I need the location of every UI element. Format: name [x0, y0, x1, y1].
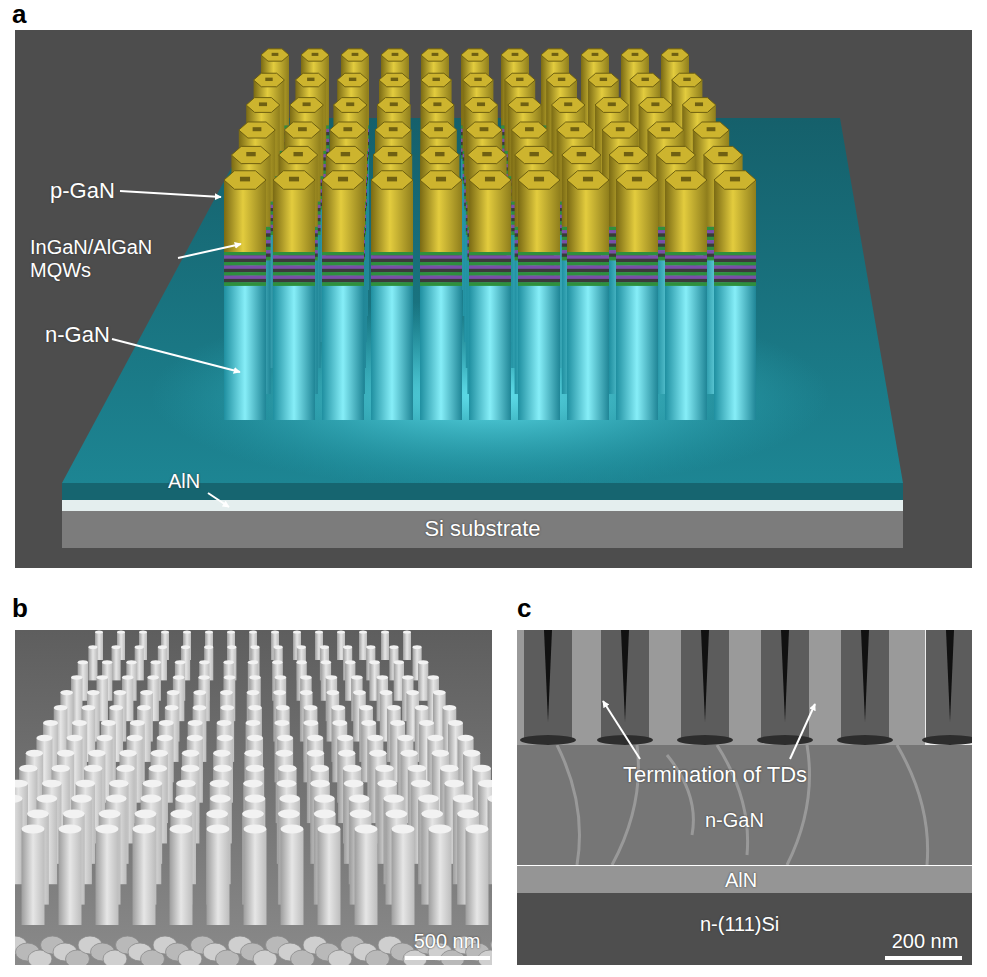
dislocation-texture	[517, 745, 972, 865]
tem-image	[517, 630, 972, 745]
sem-pillar	[112, 645, 121, 680]
sem-pillar	[418, 660, 428, 701]
layer-label: p-GaN	[50, 178, 115, 203]
sem-debris	[478, 950, 492, 965]
n-gan-plate-front	[62, 483, 903, 500]
nanowire	[322, 171, 364, 420]
layer-label: Si substrate	[424, 517, 540, 541]
scale-label: 500 nm	[414, 930, 481, 953]
layer-label: n-GaN	[705, 809, 764, 831]
si-substrate-band: Si substrate	[62, 511, 903, 548]
tem-nanowire	[922, 630, 972, 745]
n-gan-layer-band: n-GaN	[517, 745, 972, 865]
leader-arrow	[120, 191, 221, 197]
leader-arrow	[208, 493, 229, 507]
sem-pillar	[244, 824, 267, 925]
sem-pillar	[133, 824, 156, 925]
aln-layer-band: AlN	[517, 866, 972, 893]
sem-pillar	[22, 824, 45, 925]
leader-arrow	[603, 701, 640, 759]
sem-pillar	[466, 824, 489, 925]
panel-a-illustration	[15, 30, 972, 568]
sem-pillar	[381, 630, 389, 660]
nanowire	[665, 171, 707, 420]
sem-pillar	[355, 824, 378, 925]
layer-label: InGaN/AlGaN MQWs	[30, 236, 175, 282]
sem-pillar	[96, 824, 119, 925]
panel-letter: b	[12, 594, 28, 624]
sem-pillar	[318, 824, 341, 925]
leader-arrow	[790, 704, 815, 759]
layer-label: AlN	[168, 470, 200, 493]
sem-pillar	[403, 630, 411, 660]
tem-nanowire	[757, 630, 813, 745]
panel-letter: c	[517, 594, 531, 624]
si-layer-band: n-(111)Si	[517, 893, 972, 965]
sem-pillar	[392, 824, 415, 925]
sem-debris	[491, 936, 493, 954]
panel-letter: a	[12, 0, 26, 30]
nanowire-array	[224, 49, 756, 420]
tem-nanowire	[520, 630, 576, 745]
sem-pillar	[15, 795, 23, 885]
nanowire	[567, 171, 609, 420]
aln-layer	[62, 500, 903, 511]
layer-label: n-GaN	[45, 322, 110, 347]
nanowire	[469, 171, 511, 420]
leader-arrow	[178, 244, 241, 258]
layer-label: n-(111)Si	[700, 913, 779, 935]
tem-nanowire	[837, 630, 893, 745]
sem-pillar	[429, 824, 452, 925]
sem-pillar	[281, 824, 304, 925]
tem-nanowire	[677, 630, 733, 745]
nanowire	[371, 171, 413, 420]
nanowire	[714, 171, 756, 420]
nanowire	[224, 171, 266, 420]
layer-label: AlN	[725, 869, 757, 891]
sem-pillar	[88, 645, 97, 680]
tem-nanowire	[597, 630, 653, 745]
leader-arrow	[112, 339, 240, 372]
nanowire	[616, 171, 658, 420]
panel-background	[15, 30, 972, 568]
scale-bar	[405, 956, 490, 960]
nanowire	[273, 171, 315, 420]
sem-pillar	[170, 824, 193, 925]
sem-image	[15, 630, 492, 965]
sem-pillar	[207, 824, 230, 925]
sem-pillar	[59, 824, 82, 925]
nanowire	[518, 171, 560, 420]
sem-pillar	[359, 630, 367, 660]
scale-bar	[885, 956, 962, 960]
nanowire	[420, 171, 462, 420]
